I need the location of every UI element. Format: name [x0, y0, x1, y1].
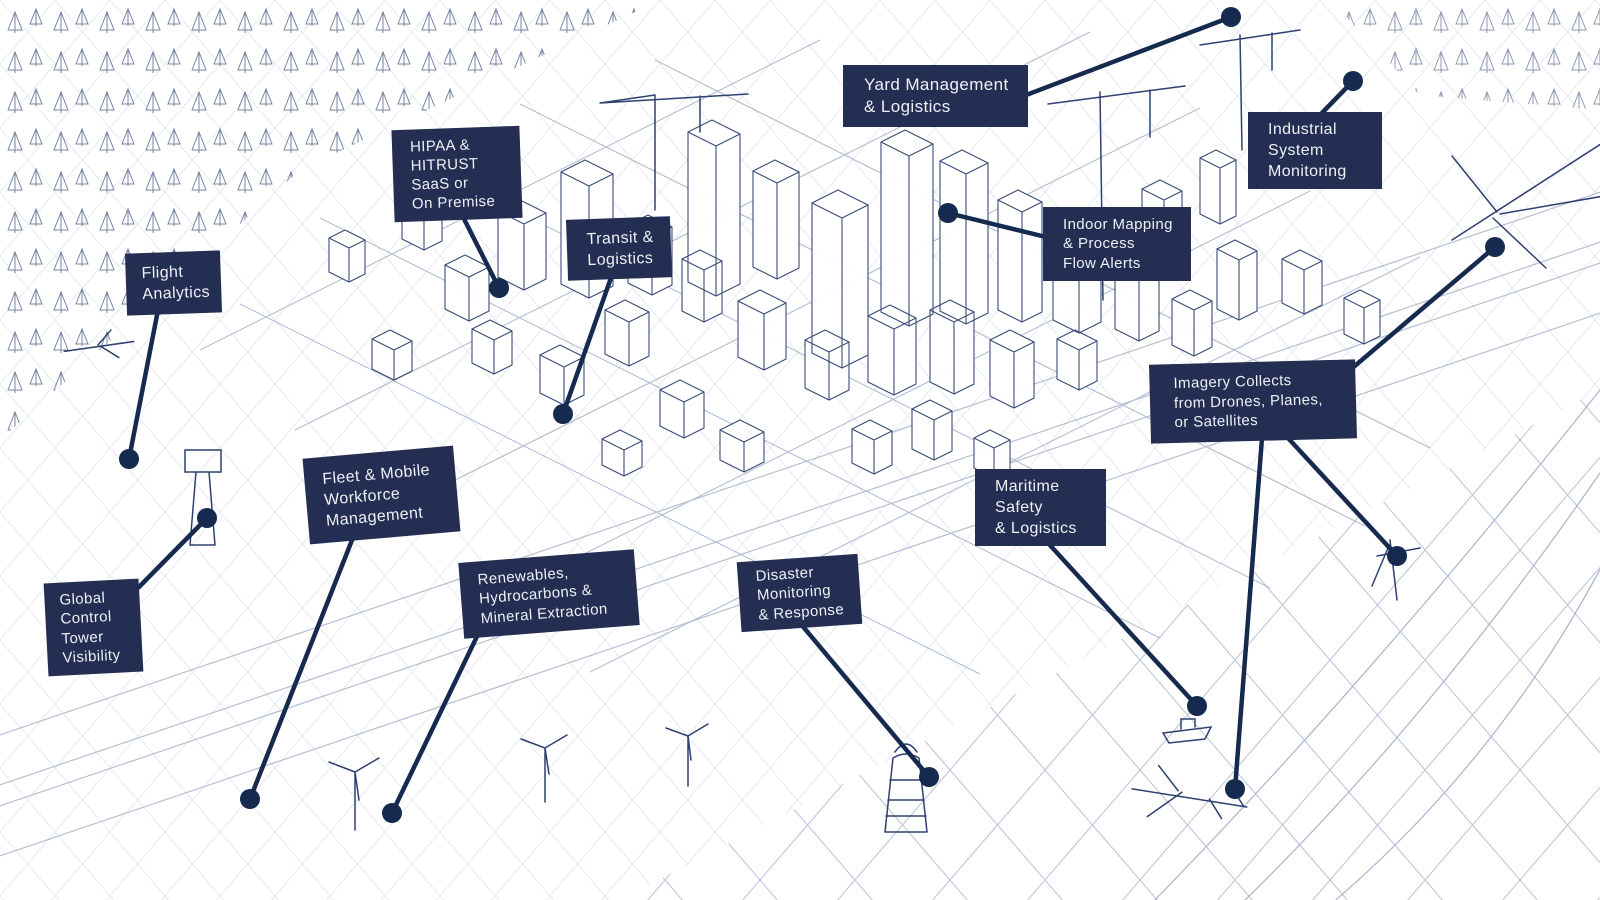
callout-global-control-tower: Global Control Tower Visibility [43, 578, 144, 677]
leader-transit [553, 274, 615, 424]
callout-dot [489, 278, 509, 298]
callout-indoor-mapping: Indoor Mapping & Process Flow Alerts [1043, 207, 1191, 281]
cargo-ship [1161, 718, 1213, 744]
callout-line: Analytics [142, 283, 211, 304]
callout-disaster-monitoring: Disaster Monitoring & Response [736, 553, 863, 633]
callout-dot [1221, 7, 1241, 27]
callout-line: Indoor Mapping [1063, 215, 1173, 233]
leader-line [247, 529, 359, 800]
leader-global-tower [136, 508, 217, 590]
leader-line [1046, 541, 1199, 708]
callout-line: & Logistics [864, 97, 951, 116]
callout-maritime-safety: Maritime Safety & Logistics [975, 469, 1106, 546]
callout-dot [1187, 696, 1207, 716]
callout-hipaa-hitrust: HIPAA & HITRUST SaaS or On Premise [391, 125, 523, 223]
water-region [620, 389, 1600, 900]
callout-industrial-system-monitoring: Industrial System Monitoring [1248, 112, 1382, 189]
airplane-left [63, 329, 135, 359]
callout-line: Flow Alerts [1063, 254, 1141, 272]
leader-industrial-system [1318, 71, 1363, 117]
wind-turbines [328, 723, 709, 831]
forest [0, 0, 1600, 440]
callout-line: & Logistics [995, 520, 1077, 537]
leader-imagery-plane [1225, 437, 1265, 799]
callout-renewables-extraction: Renewables, Hydrocarbons & Mineral Extra… [458, 549, 640, 639]
callout-transit-logistics: Transit & Logistics [565, 216, 673, 281]
leader-line [459, 213, 502, 290]
callout-line: & Process [1063, 235, 1135, 253]
callout-line: Maritime [995, 478, 1060, 495]
callout-yard-management: Yard Management & Logistics [843, 65, 1028, 127]
callout-line: or Satellites [1174, 412, 1259, 432]
airplane-top-right [1451, 143, 1600, 269]
leader-imagery-drone [1286, 436, 1407, 566]
leader-fleet [240, 529, 359, 809]
callout-dot [197, 508, 217, 528]
callout-dot [938, 203, 958, 223]
callout-line: System [1268, 142, 1324, 159]
leader-line [1232, 437, 1265, 790]
callout-line: Yard Management [864, 75, 1009, 94]
leader-maritime [1046, 541, 1207, 716]
leader-line [389, 625, 485, 814]
leader-line [126, 309, 161, 460]
leader-line [1286, 436, 1399, 558]
callout-dot [1225, 779, 1245, 799]
callout-dot [240, 789, 260, 809]
leader-hipaa [459, 213, 509, 298]
callout-dot [553, 404, 573, 424]
airplane-bottom [1131, 764, 1248, 820]
callout-dot [919, 767, 939, 787]
port-crane [1371, 539, 1421, 601]
control-tower [184, 449, 222, 546]
callout-dot [119, 449, 139, 469]
leader-line [560, 274, 615, 415]
leader-line [1012, 14, 1232, 103]
leader-flight-analytics [119, 309, 161, 469]
callout-dot [1343, 71, 1363, 91]
leader-renewables [382, 625, 485, 823]
callout-flight-analytics: Flight Analytics [124, 250, 223, 316]
callout-line: Industrial [1268, 121, 1337, 138]
lighthouse [884, 743, 928, 833]
leader-imagery-satellite [1348, 237, 1505, 372]
callout-imagery-collects: Imagery Collects from Drones, Planes, or… [1149, 359, 1357, 444]
leader-yard-management [1012, 7, 1241, 103]
leader-line [136, 516, 209, 590]
leader-line [1318, 79, 1355, 117]
leader-disaster [798, 621, 939, 787]
callout-dot [1485, 237, 1505, 257]
callout-line: Safety [995, 499, 1043, 516]
leader-indoor-mapping [938, 203, 1047, 240]
leader-line [947, 210, 1047, 240]
callout-dot [1387, 546, 1407, 566]
callout-line: Visibility [62, 646, 121, 667]
callout-line: Transit & [586, 228, 654, 248]
callout-line: On Premise [411, 192, 496, 213]
callout-dot [382, 803, 402, 823]
callout-fleet-mobile-workforce: Fleet & Mobile Workforce Management [302, 445, 461, 545]
callout-line: Flight [141, 263, 184, 283]
callout-line: Logistics [587, 249, 654, 269]
leader-line [1348, 245, 1497, 372]
leader-line [798, 621, 931, 779]
callout-line: Monitoring [1268, 163, 1347, 180]
